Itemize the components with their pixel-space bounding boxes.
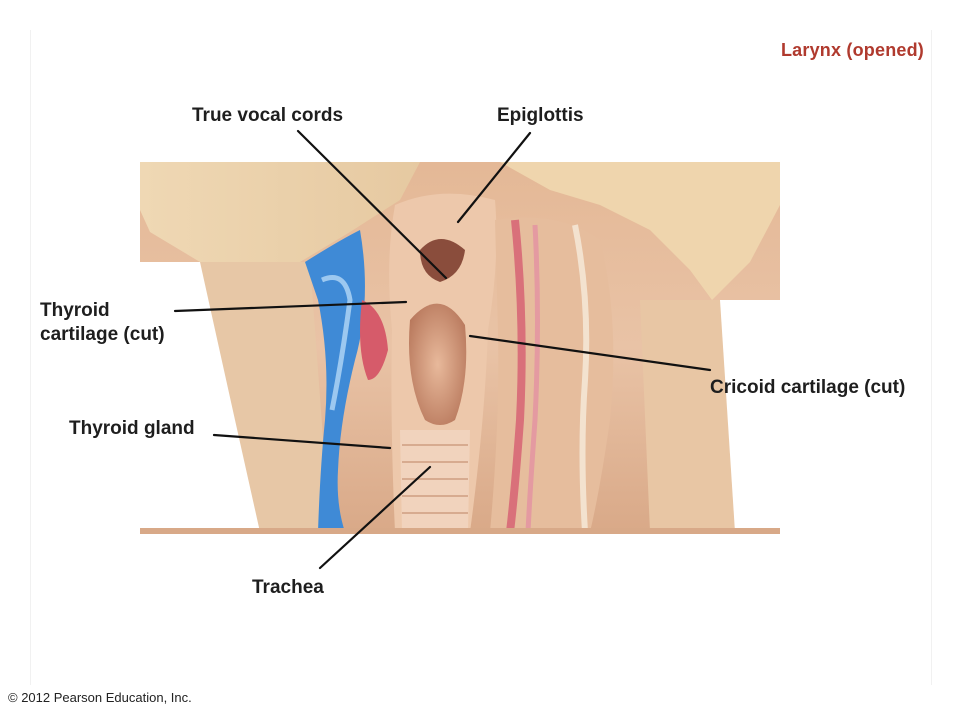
vagus-nerve [572, 224, 590, 533]
label-true-vocal-cords: True vocal cords [192, 105, 344, 126]
left-neck-tissue [200, 262, 330, 532]
label-thyroid-cartilage-line2: cartilage (cut) [40, 323, 165, 345]
leader-thyroid-gland [212, 433, 392, 450]
right-neck-tissue [640, 300, 735, 532]
leader-cricoid-cartilage [468, 334, 712, 372]
leader-trachea [318, 465, 432, 570]
carotid-artery [506, 219, 526, 533]
label-thyroid-gland: Thyroid gland [69, 418, 195, 439]
right-fur-flap [500, 162, 780, 300]
leader-epiglottis [456, 131, 532, 224]
label-thyroid-cartilage: Thyroid cartilage (cut) [40, 299, 165, 347]
label-epiglottis: Epiglottis [497, 105, 584, 126]
epiglottis-opening [420, 239, 465, 282]
label-cricoid-cartilage: Cricoid cartilage (cut) [710, 377, 906, 398]
jugular-strand [525, 224, 540, 533]
label-thyroid-cartilage-line1: Thyroid [40, 300, 110, 321]
label-trachea: Trachea [252, 577, 324, 598]
specimen-bottom-edge [140, 528, 780, 534]
copyright-notice: © 2012 Pearson Education, Inc. [8, 690, 192, 705]
leader-thyroid-cartilage [173, 300, 408, 313]
blue-highlight [321, 275, 353, 411]
opened-lumen [409, 303, 467, 425]
left-fur-flap [140, 162, 420, 272]
figure-title: Larynx (opened) [780, 40, 924, 60]
red-tissue-patch [360, 300, 388, 380]
trachea-rings [400, 430, 470, 532]
leader-true-vocal-cords [296, 129, 448, 280]
